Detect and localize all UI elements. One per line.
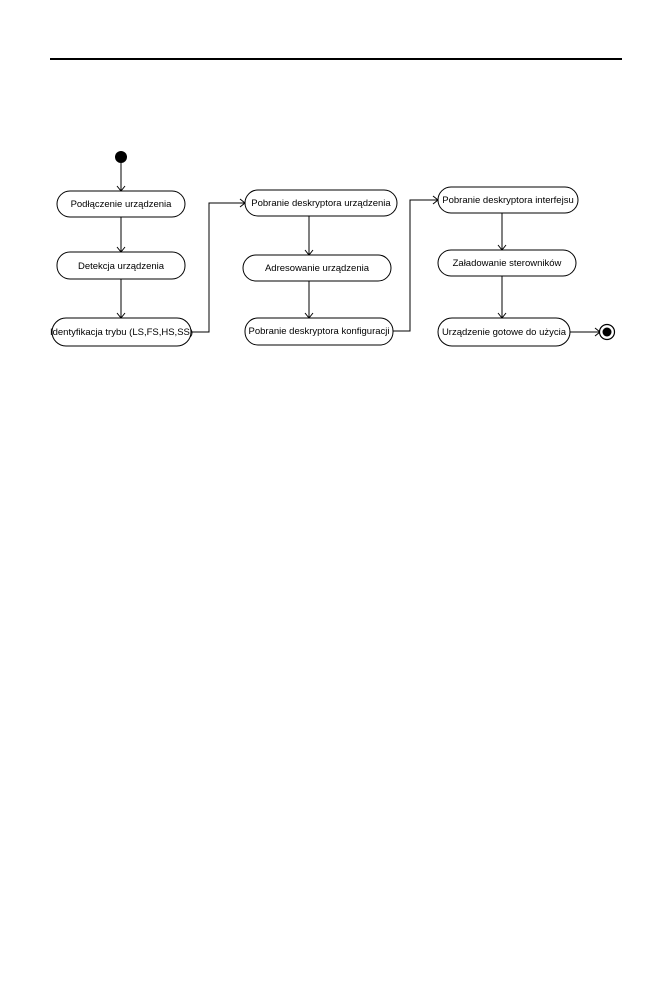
activity-node-box [242,254,392,282]
activity-node-box [244,189,398,217]
activity-node-label: Pobranie deskryptora interfejsu [442,195,574,206]
activity-node-box [51,317,192,347]
activity-node-box [56,251,186,280]
activity-node: Adresowanie urządzenia [242,254,392,282]
end-node [598,323,616,341]
activity-node: Detekcja urządzenia [56,251,186,280]
activity-node-box [56,190,186,218]
activity-node: Podłączenie urządzenia [56,190,186,218]
activity-node: Pobranie deskryptora urządzenia [244,189,398,217]
activity-node: Pobranie deskryptora interfejsu [437,186,579,214]
activity-node: Urządzenie gotowe do użycia [437,317,571,347]
activity-node-box [244,317,394,346]
activity-node-box [437,186,579,214]
end-node-dot [602,327,612,337]
activity-node-box [437,249,577,277]
activity-node-label: Identyfikacja trybu (LS,FS,HS,SS) [50,327,193,338]
activity-node-label: Podłączenie urządzenia [71,199,173,210]
activity-node-label: Adresowanie urządzenia [265,263,370,274]
start-node [115,151,127,163]
activity-node: Załadowanie sterowników [437,249,577,277]
edge-n6-n7 [393,199,438,332]
activity-node-label: Załadowanie sterowników [453,258,562,269]
activity-node: Identyfikacja trybu (LS,FS,HS,SS) [50,317,193,347]
edge-n3-n4 [191,202,245,333]
header-rule [50,58,622,60]
activity-node-label: Pobranie deskryptora konfiguracji [249,326,390,337]
activity-node-label: Detekcja urządzenia [78,261,165,272]
activity-node: Pobranie deskryptora konfiguracji [244,317,394,346]
activity-node-label: Pobranie deskryptora urządzenia [251,198,391,209]
activity-node-label: Urządzenie gotowe do użycia [442,327,567,338]
activity-node-box [437,317,571,347]
